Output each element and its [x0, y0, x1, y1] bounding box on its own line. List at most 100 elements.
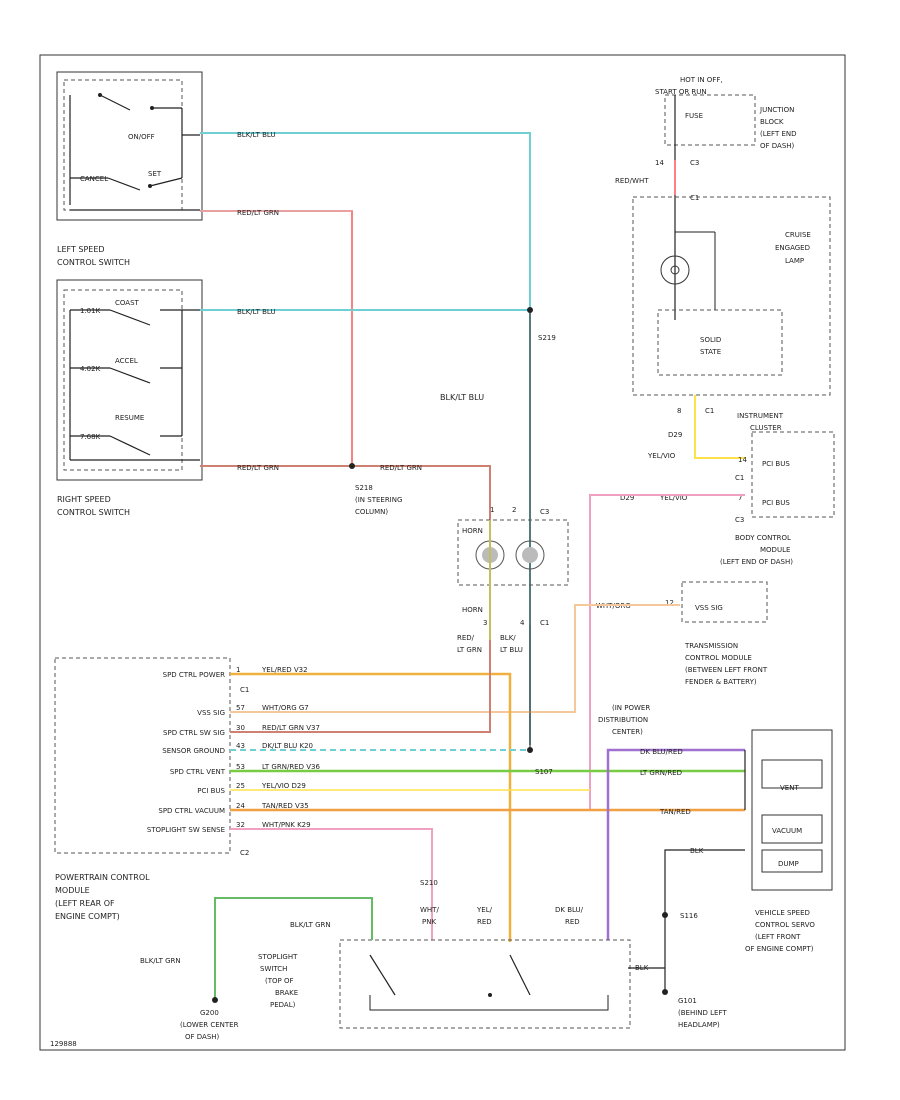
- pcm-pin-number: 24: [236, 802, 245, 810]
- junction-c1: C1: [690, 194, 699, 202]
- junction-title-3: (LEFT END: [760, 130, 797, 138]
- stoplight-title-4: BRAKE: [275, 989, 298, 997]
- pcm-pin-label: SPD CTRL SW SIG: [163, 729, 225, 737]
- bcm-wire: YEL/VIO: [659, 494, 688, 502]
- junction-title-2: BLOCK: [760, 118, 784, 126]
- servo-title-4: OF ENGINE COMPT): [745, 945, 814, 953]
- pcm-title-1: POWERTRAIN CONTROL: [55, 873, 150, 882]
- stoplight-w4b: RED: [565, 918, 580, 926]
- pcm-c1: C1: [240, 686, 249, 694]
- g200-loc-2: OF DASH): [185, 1033, 220, 1041]
- left-switch-title-2: CONTROL SWITCH: [57, 258, 130, 267]
- bcm-pci-1: PCI BUS: [762, 460, 790, 468]
- bcm-pci-2: PCI BUS: [762, 499, 790, 507]
- junction-title-1: JUNCTION: [759, 106, 794, 114]
- horn-label: HORN: [462, 527, 483, 535]
- clockspring-wire-blk: BLK/: [500, 634, 516, 642]
- g200-wire: BLK/LT GRN: [140, 957, 181, 965]
- hot-label: HOT IN OFF,: [680, 76, 723, 84]
- g101-label: G101: [678, 997, 697, 1005]
- wire-w5-label: RED/LT GRN: [380, 464, 422, 472]
- tcm-pin: 12: [665, 599, 674, 607]
- servo-wire-1: DK BLU/RED: [640, 748, 683, 756]
- pcm-wire-label: YEL/VIO D29: [261, 782, 306, 790]
- cruise-title-1: CRUISE: [785, 231, 811, 239]
- power-center-1: (IN POWER: [612, 704, 650, 712]
- ground-g101-icon: [662, 989, 668, 995]
- clockspring-c1: C1: [540, 619, 549, 627]
- servo-wire-4: BLK: [690, 847, 704, 855]
- pcm-wire-label: WHT/PNK K29: [262, 821, 311, 829]
- stoplight-title-3: (TOP OF: [265, 977, 294, 985]
- cruise-title-2: ENGAGED: [775, 244, 810, 252]
- bcm-c1: C1: [735, 474, 744, 482]
- servo-vacuum: VACUUM: [772, 827, 802, 835]
- cruise-engaged-lamp: SOLID STATE CRUISE ENGAGED LAMP 8 C1 INS…: [632, 196, 831, 460]
- footer-code: 129888: [50, 1040, 77, 1048]
- pcm-wires: S107 (IN POWER DISTRIBUTION CENTER): [230, 520, 746, 942]
- clockspring-pin1: 1: [490, 506, 494, 514]
- left-speed-control-switch: ON/OFF CANCEL SET LEFT SPEED CONTROL SWI…: [56, 71, 203, 267]
- solid-state-label-2: STATE: [700, 348, 721, 356]
- wire-w2-label: RED/LT GRN: [237, 209, 279, 217]
- servo-title-3: (LEFT FRONT: [755, 933, 801, 941]
- clockspring: HORN C3 C1 1 2 3 4 HORN RED/ LT GRN BLK/…: [457, 506, 569, 654]
- stoplight-w3b: RED: [477, 918, 492, 926]
- pcm-c2: C2: [240, 849, 249, 857]
- pcm-pin-label: VSS SIG: [197, 709, 225, 717]
- tcm-vss: VSS SIG: [695, 604, 723, 612]
- pcm-pin-number: 43: [236, 742, 245, 750]
- stoplight-w1: BLK/LT GRN: [290, 921, 331, 929]
- g101-loc-1: (BEHIND LEFT: [678, 1009, 727, 1017]
- junction-block: HOT IN OFF, START OR RUN FUSE JUNCTION B…: [615, 76, 797, 320]
- stoplight-title-2: SWITCH: [260, 965, 287, 973]
- cruise-c1: C1: [705, 407, 714, 415]
- clockspring-pin2: 2: [512, 506, 516, 514]
- wire-w3-label: BLK/LT BLU: [237, 308, 276, 316]
- pcm-pin-number: 30: [236, 724, 245, 732]
- tcm-title-3: (BETWEEN LEFT FRONT: [685, 666, 768, 674]
- pcm-pin-number: 57: [236, 704, 245, 712]
- clockspring-wire-red: RED/: [457, 634, 475, 642]
- junction-wire: RED/WHT: [615, 177, 649, 185]
- bcm-wire-s: D29: [620, 494, 634, 502]
- power-center-3: CENTER): [612, 728, 643, 736]
- pcm-pin-label: PCI BUS: [197, 787, 225, 795]
- pcm-wire-label: LT GRN/RED V36: [262, 763, 320, 771]
- resistor-3-label: 7.68K: [80, 433, 101, 441]
- servo-title-2: CONTROL SERVO: [755, 921, 815, 929]
- pcm-wire-label: DK/LT BLU K20: [262, 742, 313, 750]
- pcm-pin-number: 25: [236, 782, 245, 790]
- transmission-control-module: VSS SIG 12 WHT/ORG TRANSMISSION CONTROL …: [230, 581, 768, 713]
- bcm-pin-a: 14: [738, 456, 747, 464]
- fuse-label: FUSE: [685, 112, 703, 120]
- pcm-pin-label: STOPLIGHT SW SENSE: [147, 826, 225, 834]
- servo-wire-3: TAN/RED: [659, 808, 691, 816]
- clockspring-pin4: 4: [520, 619, 525, 627]
- pcm-title-2: MODULE: [55, 886, 90, 895]
- bcm-title-2: MODULE: [760, 546, 790, 554]
- right-speed-control-switch: COAST ACCEL RESUME 1.01K 4.02K 7.68K RIG…: [56, 279, 203, 517]
- cruise-title-3: LAMP: [785, 257, 804, 265]
- right-switch-title: RIGHT SPEED: [57, 495, 111, 504]
- s116-label: S116: [680, 912, 698, 920]
- pcm-wire-label: YEL/RED V32: [261, 666, 308, 674]
- g200-loc-1: (LOWER CENTER: [180, 1021, 239, 1029]
- splice-s219-label: S219: [538, 334, 556, 342]
- pcm-pin-label: SENSOR GROUND: [162, 747, 225, 755]
- junction-title-4: OF DASH): [760, 142, 795, 150]
- servo-title-1: VEHICLE SPEED: [755, 909, 810, 917]
- resistor-1-label: 1.01K: [80, 307, 101, 315]
- power-center-2: DISTRIBUTION: [598, 716, 648, 724]
- cruise-wire-s: D29: [668, 431, 682, 439]
- stoplight-title-1: STOPLIGHT: [258, 953, 298, 961]
- g101-loc-2: HEADLAMP): [678, 1021, 720, 1029]
- diagram-border: [39, 54, 846, 1051]
- stoplight-switch: STOPLIGHT SWITCH (TOP OF BRAKE PEDAL) BL…: [214, 879, 665, 1029]
- pcm-pin-label: SPD CTRL VACUUM: [158, 807, 225, 815]
- pcm-wire-label: RED/LT GRN V37: [262, 724, 320, 732]
- resistor-2-label: 4.02K: [80, 365, 101, 373]
- pcm-pin-number: 32: [236, 821, 245, 829]
